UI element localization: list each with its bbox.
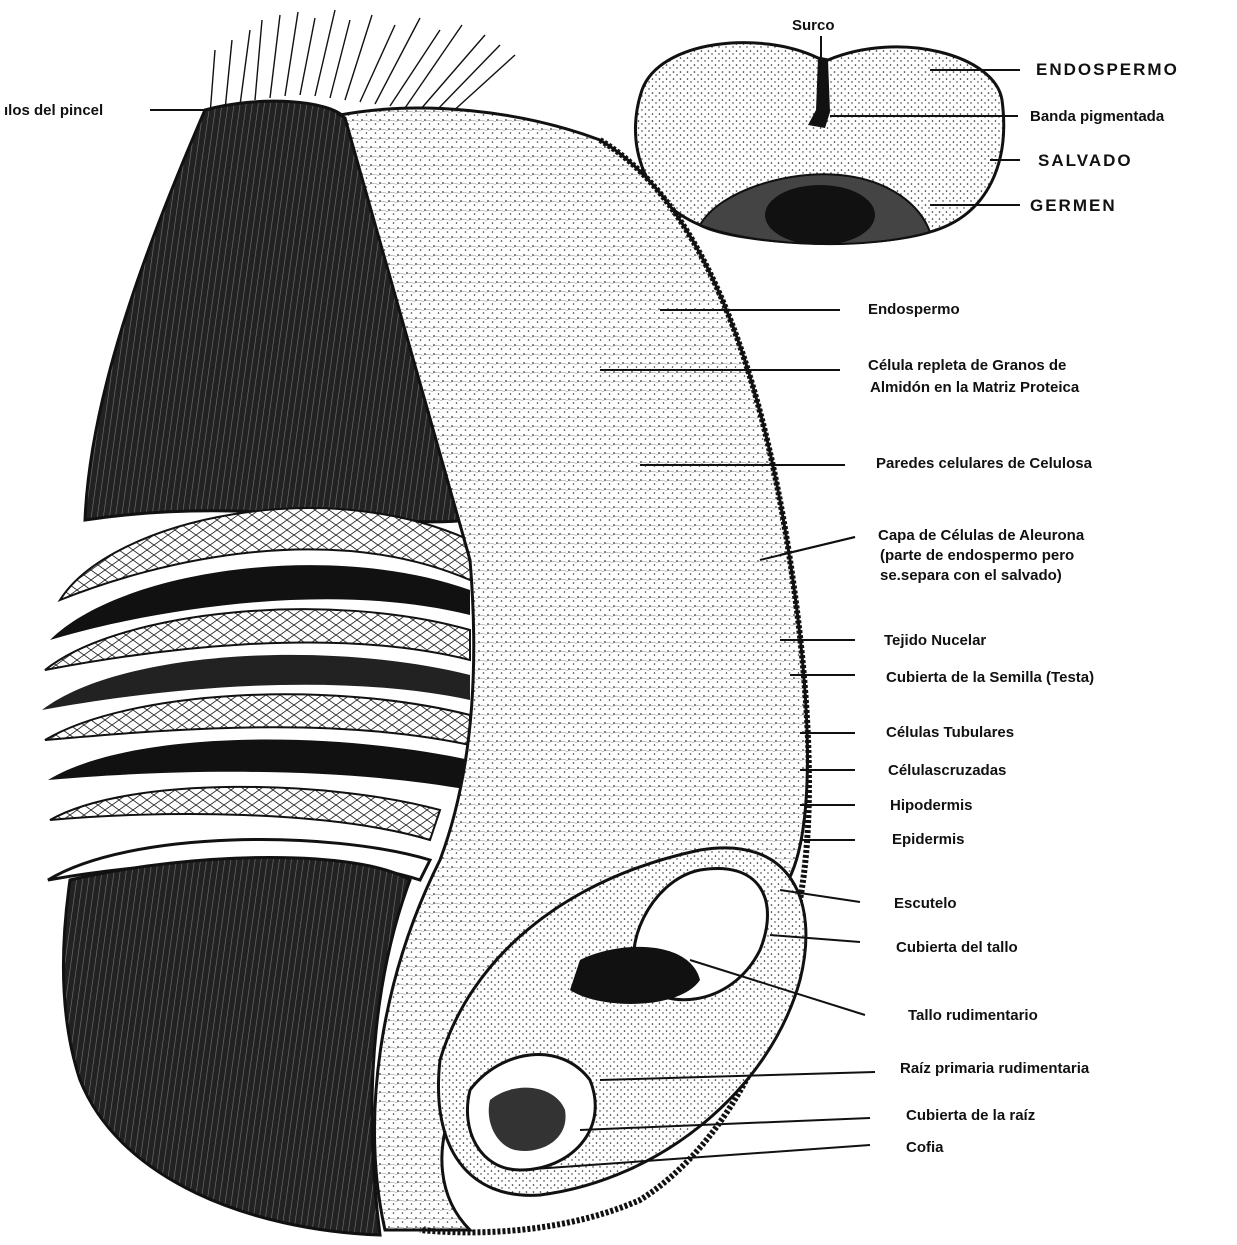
label-cruzadas: Célulascruzadas (888, 762, 1006, 779)
bran-layers (42, 508, 480, 880)
label-capa-3: se.separa con el salvado) (880, 567, 1062, 584)
pericarp-bottom (63, 858, 410, 1236)
label-pincel: ılos del pincel (4, 102, 103, 119)
label-cubierta-semilla: Cubierta de la Semilla (Testa) (886, 669, 1094, 686)
label-escutelo: Escutelo (894, 895, 957, 912)
label-endospermo-cs: ENDOSPERMO (1036, 60, 1179, 79)
brush-hairs (210, 10, 515, 115)
label-germen: GERMEN (1030, 196, 1117, 215)
label-surco: Surco (792, 17, 835, 34)
label-salvado: SALVADO (1038, 151, 1133, 170)
label-paredes: Paredes celulares de Celulosa (876, 455, 1093, 472)
label-cubierta-tallo: Cubierta del tallo (896, 939, 1018, 956)
label-epidermis: Epidermis (892, 831, 965, 848)
label-endospermo: Endospermo (868, 301, 960, 318)
label-banda: Banda pigmentada (1030, 108, 1165, 125)
label-tallo: Tallo rudimentario (908, 1007, 1038, 1024)
label-tubulares: Células Tubulares (886, 724, 1014, 741)
label-celula-1: Célula repleta de Granos de (868, 357, 1066, 374)
label-capa-1: Capa de Células de Aleurona (878, 527, 1085, 544)
label-capa-2: (parte de endospermo pero (880, 547, 1074, 564)
label-raiz: Raíz primaria rudimentaria (900, 1060, 1090, 1077)
germ-core (765, 185, 875, 245)
cross-section (635, 43, 1003, 245)
label-celula-2: Almidón en la Matriz Proteica (870, 379, 1080, 396)
label-tejido: Tejido Nucelar (884, 632, 986, 649)
label-cubierta-raiz: Cubierta de la raíz (906, 1107, 1035, 1124)
label-hipodermis: Hipodermis (890, 797, 973, 814)
label-cofia: Cofia (906, 1139, 944, 1156)
